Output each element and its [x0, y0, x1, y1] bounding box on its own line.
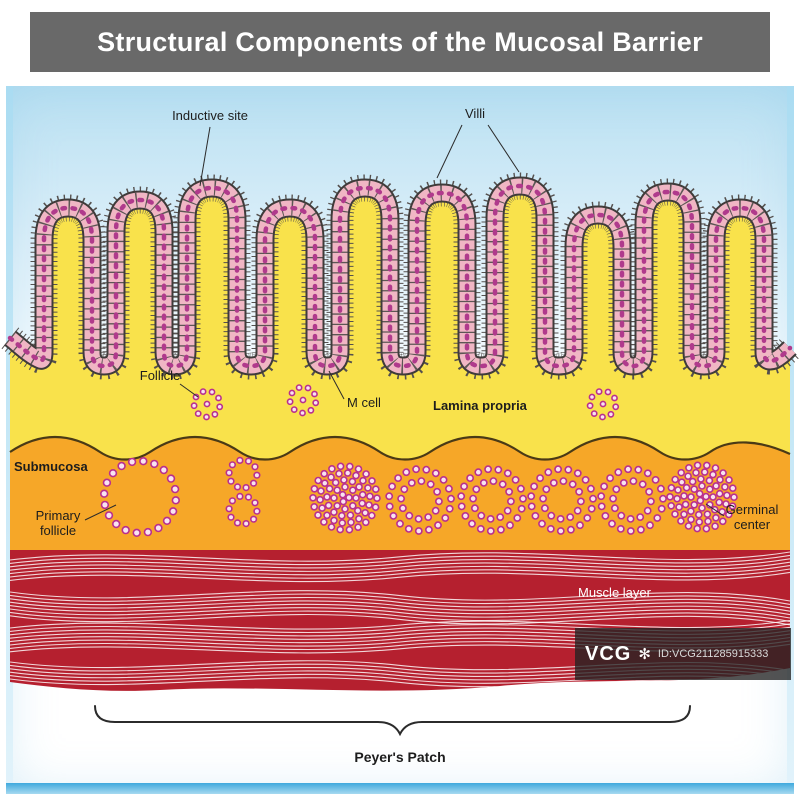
- submucosa-follicle-dots: [99, 456, 738, 537]
- follicle-line: [179, 383, 199, 398]
- villi-line-left: [436, 124, 463, 179]
- label-lamina-propria: Lamina propria: [433, 398, 528, 413]
- vcg-logo-text: VCG: [585, 642, 632, 665]
- label-villi: Villi: [465, 106, 485, 121]
- submucosa-top-outline: [9, 436, 791, 461]
- submucosa-region: [9, 436, 791, 551]
- vcg-watermark: VCG ✻ ID:VCG211285915333: [575, 628, 791, 680]
- label-m-cell: M cell: [347, 395, 381, 410]
- peyers-patch-brace: [94, 705, 691, 737]
- villi-line-right: [487, 124, 520, 173]
- lamina-propria-region: [10, 186, 790, 480]
- label-muscle-layer: Muscle layer: [578, 585, 652, 600]
- bottom-border-strip: [6, 783, 794, 794]
- label-germinal-center-1: Germinal: [726, 502, 779, 517]
- label-submucosa: Submucosa: [14, 459, 88, 474]
- lamina-follicle-dots: [190, 384, 620, 421]
- label-primary-follicle-1: Primary: [36, 508, 81, 523]
- inductive-site-line: [199, 126, 211, 187]
- m-cell-line: [328, 370, 345, 400]
- submucosa-fill: [10, 437, 790, 551]
- label-primary-follicle-2: follicle: [40, 523, 76, 538]
- watermark-id-text: ID:VCG211285915333: [657, 648, 769, 660]
- title-bar: Structural Components of the Mucosal Bar…: [30, 12, 770, 72]
- label-follicle: Follicle: [140, 368, 180, 383]
- label-inductive-site: Inductive site: [172, 108, 248, 123]
- label-peyers-patch: Peyer's Patch: [354, 749, 445, 765]
- right-border-strip: [787, 86, 794, 794]
- primary-follicle-line: [84, 504, 117, 521]
- germinal-center-line: [705, 503, 725, 517]
- vcg-flower-icon: ✻: [638, 646, 651, 663]
- left-border-strip: [6, 86, 13, 794]
- label-germinal-center-2: center: [734, 517, 771, 532]
- page-title: Structural Components of the Mucosal Bar…: [97, 26, 703, 57]
- leader-lines: [84, 124, 725, 521]
